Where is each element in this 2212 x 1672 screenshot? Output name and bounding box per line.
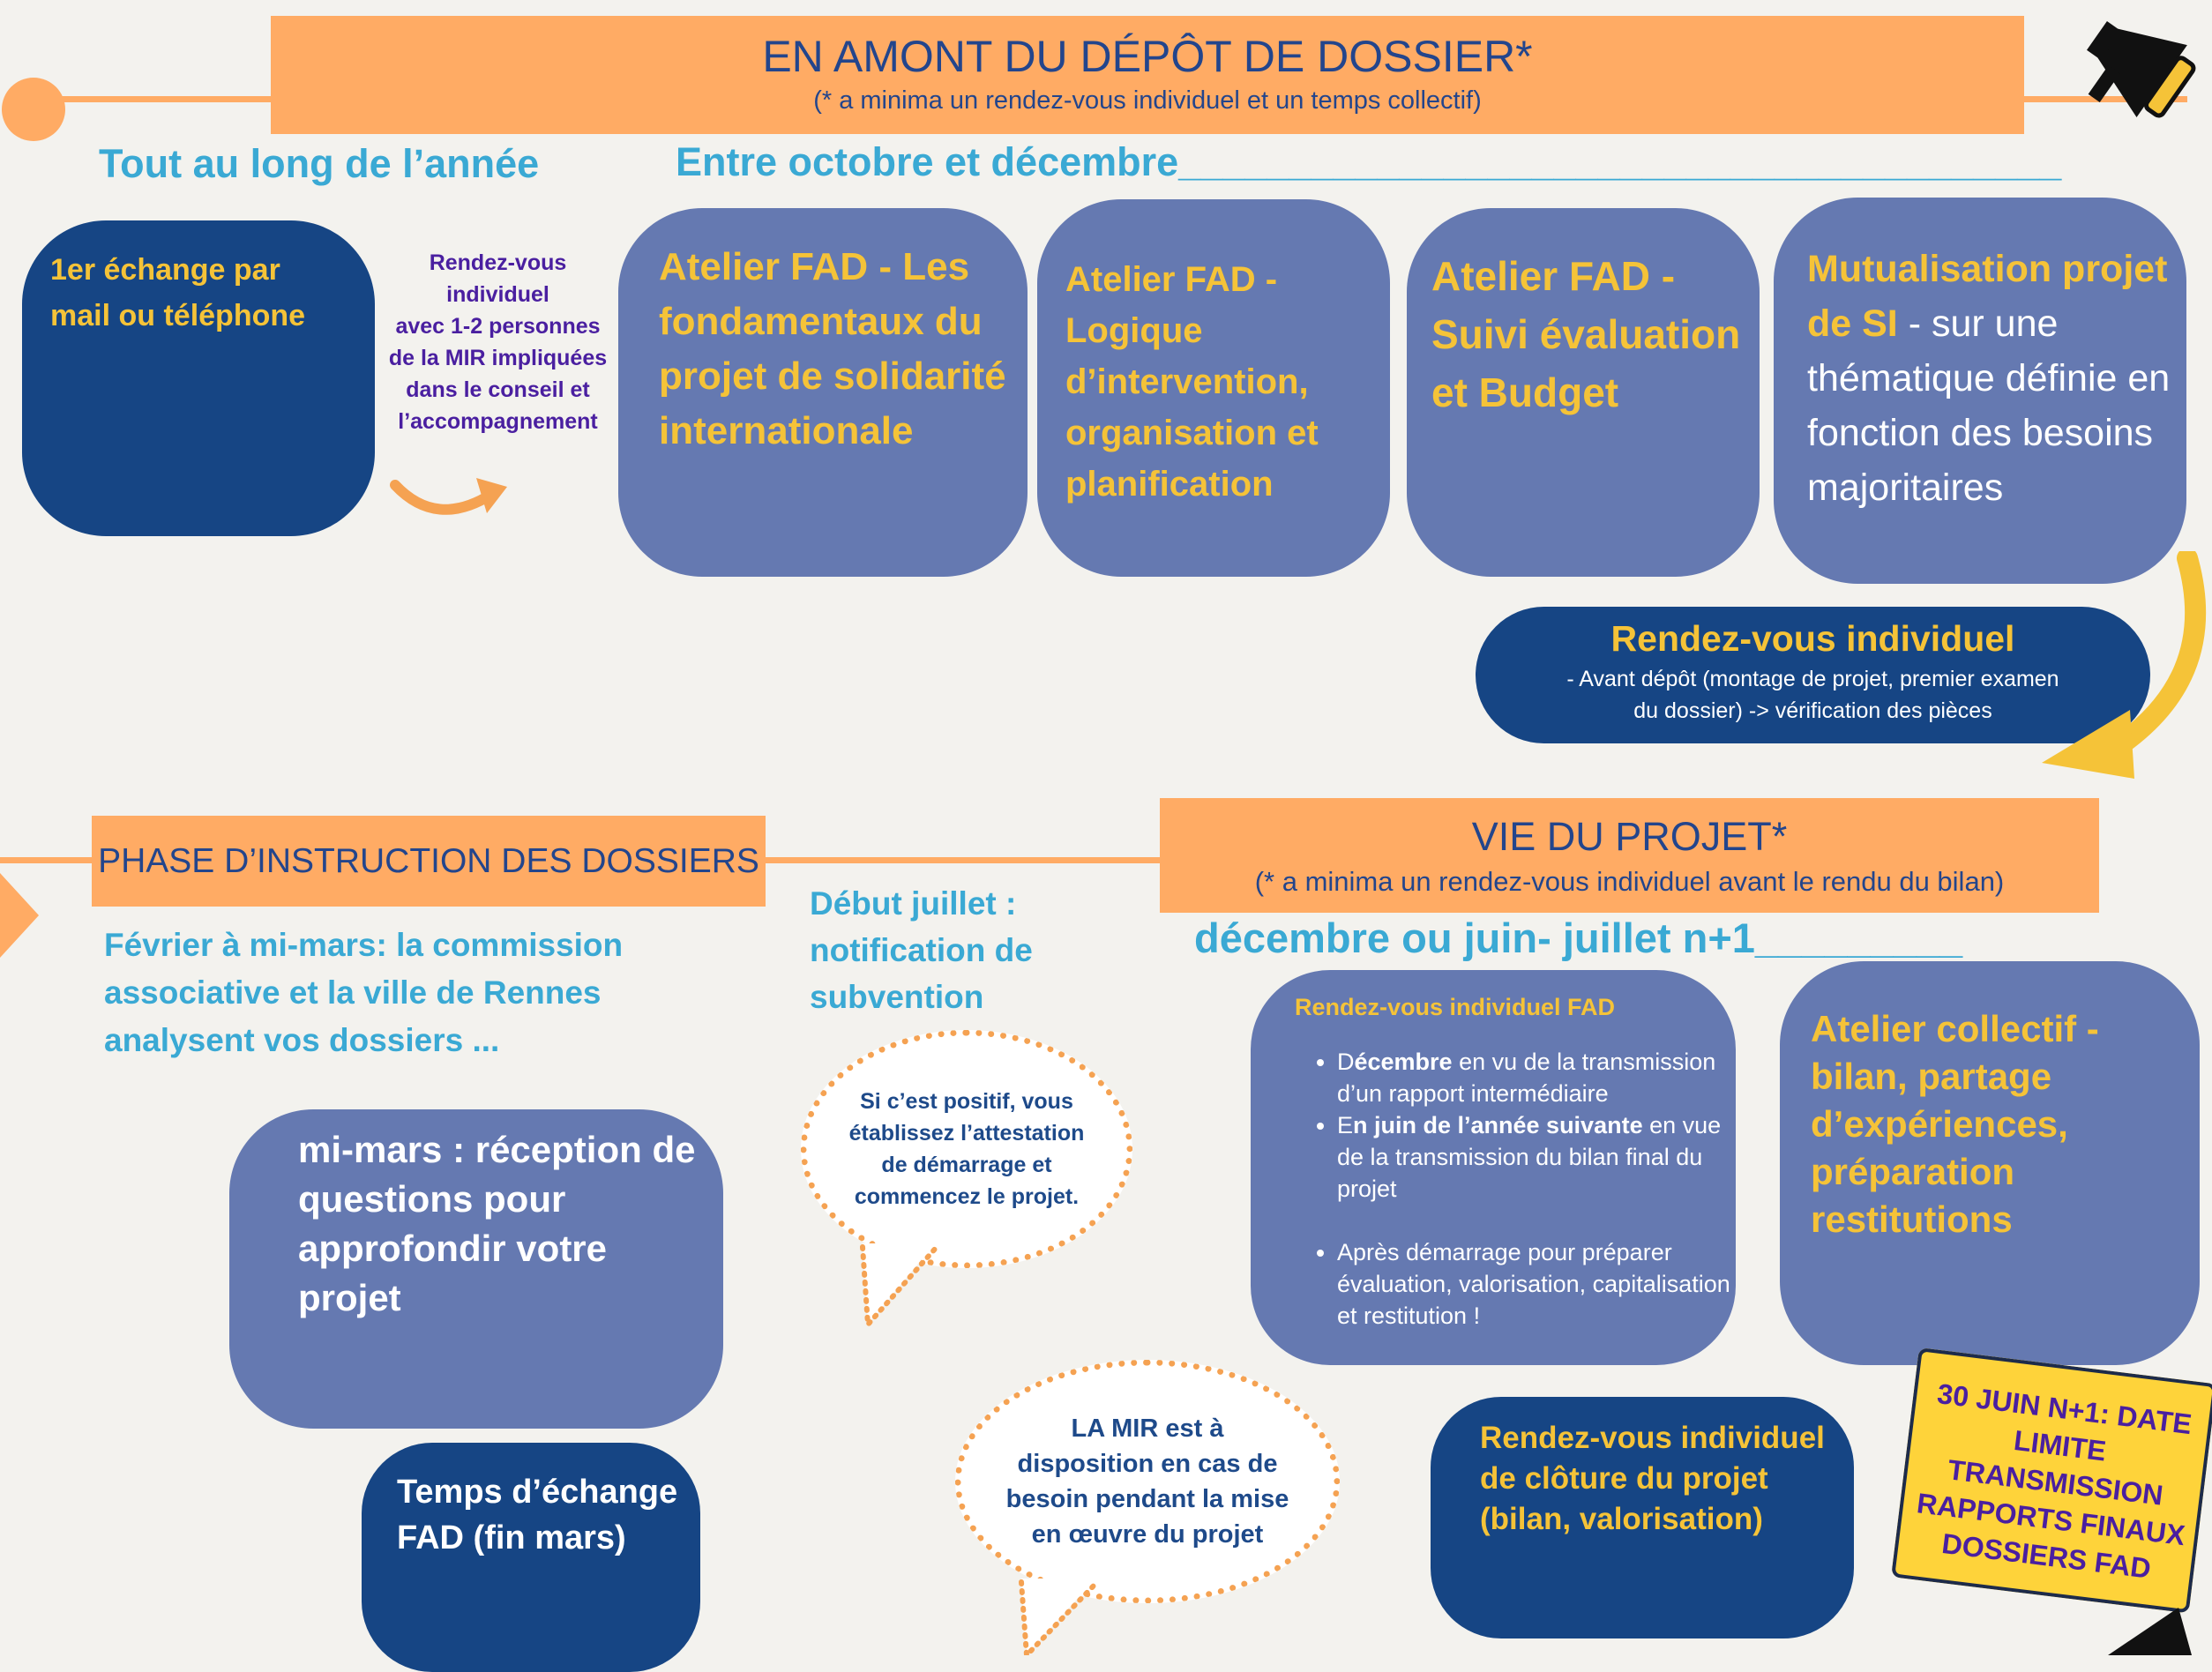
- vie-projet-period: décembre ou juin- juillet n+1_________: [1194, 914, 1963, 961]
- speech-bubble-mir: LA MIR est à disposition en cas de besoi…: [955, 1360, 1340, 1603]
- atelier-logique[interactable]: Atelier FAD - Logique d’intervention, or…: [1037, 199, 1390, 577]
- rdv-fad-box[interactable]: Rendez-vous individuel FAD Décembre en v…: [1251, 970, 1736, 1365]
- cloture-box[interactable]: Rendez-vous individuel de clôture du pro…: [1431, 1397, 1854, 1638]
- atelier-collectif-text: Atelier collectif - bilan, partage d’exp…: [1811, 1008, 2099, 1240]
- deadline-text: 30 JUIN N+1: DATE LIMITE TRANSMISSION RA…: [1915, 1377, 2193, 1585]
- mutualisation-box[interactable]: Mutualisation projet de SI - sur une thé…: [1774, 198, 2186, 584]
- atelier-fondamentaux[interactable]: Atelier FAD - Les fondamentaux du projet…: [618, 208, 1028, 577]
- curved-arrow-icon: [390, 478, 507, 515]
- exchange-box: Temps d’échange FAD (fin mars): [362, 1443, 700, 1672]
- mid-march-box: mi-mars : réception de questions pour ap…: [229, 1109, 723, 1429]
- mutualisation-title: Mutualisation projet de SI: [1807, 248, 2168, 345]
- mid-march-text: mi-mars : réception de questions pour ap…: [298, 1129, 696, 1318]
- rdv-individuel-box[interactable]: Rendez-vous individuel - Avant dépôt (mo…: [1476, 607, 2150, 743]
- mutualisation-text: Mutualisation projet de SI - sur une thé…: [1807, 242, 2174, 515]
- exchange-text: Temps d’échange FAD (fin mars): [397, 1474, 678, 1556]
- left-arrow-tip: [0, 873, 39, 958]
- vie-projet-subtitle: (* a minima un rendez-vous individuel av…: [1254, 866, 2005, 897]
- mutualisation-rest: - sur une thématique définie en fonction…: [1807, 302, 2171, 509]
- vie-projet-title: VIE DU PROJET*: [1471, 814, 1788, 859]
- rdv-note-line1: Rendez-vous individuel: [429, 250, 567, 307]
- rdv-fad-item-after-start: Après démarrage pour préparer évaluation…: [1337, 1236, 1730, 1332]
- vie-projet-banner: VIE DU PROJET* (* a minima un rendez-vou…: [1160, 798, 2099, 913]
- top-banner-subtitle: (* a minima un rendez-vous individuel et…: [813, 86, 1482, 115]
- label-all-year: Tout au long de l’année: [99, 141, 540, 186]
- rdv-fad-item-june: En juin de l’année suivante en vue de la…: [1337, 1109, 1730, 1205]
- rdv-individuel-text: - Avant dépôt (montage de projet, premie…: [1566, 667, 2059, 723]
- atelier-collectif-box[interactable]: Atelier collectif - bilan, partage d’exp…: [1780, 961, 2200, 1365]
- atelier-logique-title: Atelier FAD - Logique d’intervention, or…: [1065, 260, 1319, 504]
- instruction-banner: PHASE D’INSTRUCTION DES DOSSIERS: [92, 816, 766, 907]
- first-contact-box: 1er échange par mail ou téléphone: [22, 220, 375, 536]
- deadline-note: 30 JUIN N+1: DATE LIMITE TRANSMISSION RA…: [1891, 1347, 2212, 1614]
- big-curved-arrow-icon: [2042, 551, 2207, 779]
- rdv-note-line2: avec 1-2 personnes de la MIR impliquées …: [388, 314, 608, 434]
- top-banner-title: EN AMONT DU DÉPÔT DE DOSSIER*: [762, 32, 1533, 81]
- first-contact-text: 1er échange par mail ou téléphone: [50, 253, 306, 332]
- megaphone-icon-bottom: [2108, 1608, 2192, 1655]
- rdv-fad-title: Rendez-vous individuel FAD: [1295, 994, 1616, 1020]
- bubble-tail-mir: [1019, 1579, 1100, 1655]
- label-oct-dec: Entre octobre et décembre_______________…: [676, 139, 2062, 184]
- rdv-note: Rendez-vous individuel avec 1-2 personne…: [381, 247, 615, 437]
- rdv-fad-list: Décembre en vu de la transmission d’un r…: [1295, 1046, 1730, 1332]
- july-notification-text: Début juillet : notification de subventi…: [810, 885, 1033, 1015]
- atelier-suivi[interactable]: Atelier FAD - Suivi évaluation et Budget: [1407, 208, 1760, 577]
- timeline-dot: [2, 78, 65, 141]
- rdv-individuel-title: Rendez-vous individuel: [1610, 618, 2015, 659]
- atelier-suivi-title: Atelier FAD - Suivi évaluation et Budget: [1431, 253, 1741, 415]
- rdv-fad-item-december: Décembre en vu de la transmission d’un r…: [1337, 1046, 1730, 1109]
- megaphone-icon: [2087, 21, 2196, 118]
- atelier-fondamentaux-title: Atelier FAD - Les fondamentaux du projet…: [659, 245, 1006, 452]
- bubble-tail-positive: [860, 1243, 939, 1332]
- feb-march-text: Février à mi-mars: la commission associa…: [104, 927, 624, 1058]
- instruction-banner-title: PHASE D’INSTRUCTION DES DOSSIERS: [98, 841, 759, 880]
- speech-bubble-positive: Si c’est positif, vous établissez l’atte…: [801, 1030, 1132, 1268]
- top-banner: EN AMONT DU DÉPÔT DE DOSSIER* (* a minim…: [271, 16, 2024, 134]
- cloture-text: Rendez-vous individuel de clôture du pro…: [1480, 1421, 1825, 1536]
